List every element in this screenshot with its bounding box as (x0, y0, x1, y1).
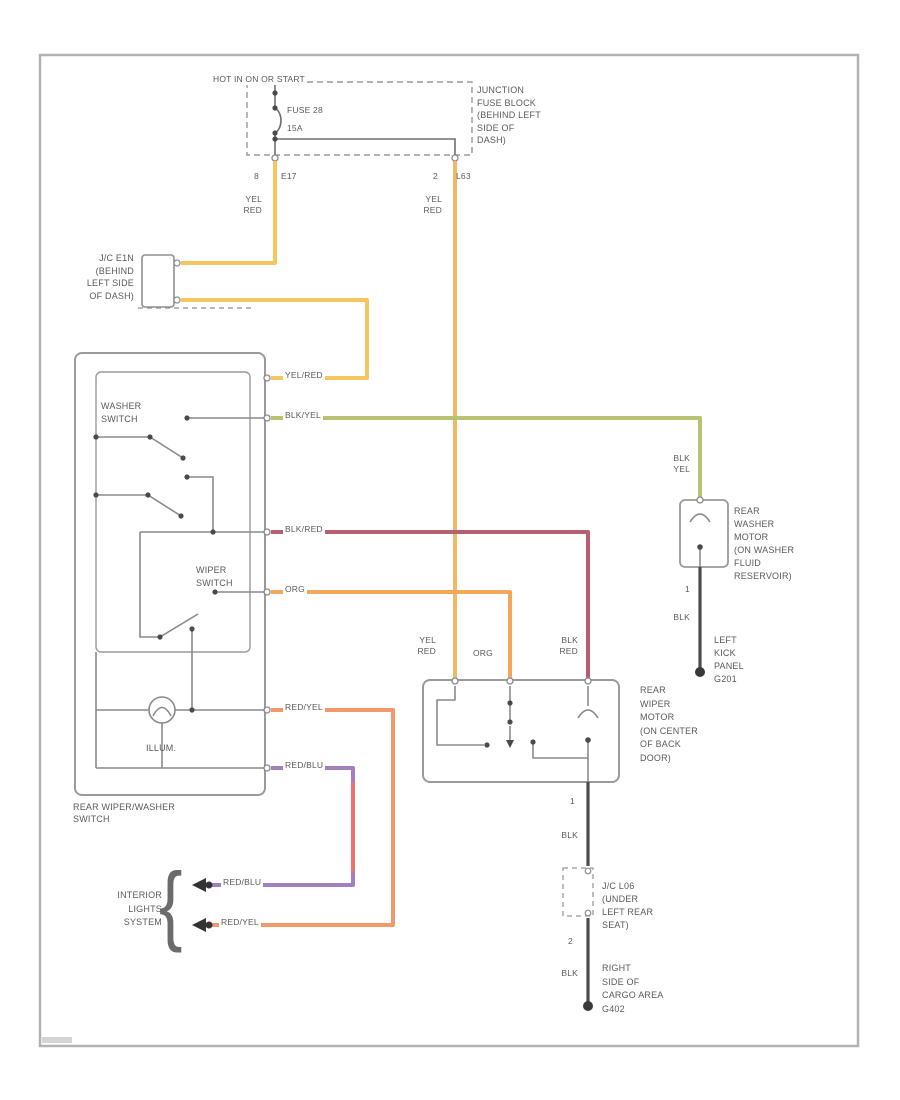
washer-motor-symbol (689, 513, 711, 523)
wiper-switch-label: WIPER SWITCH (196, 565, 233, 588)
jc-l06-box (562, 867, 594, 917)
wire-label-blk: BLK (561, 968, 578, 978)
wire-label-blk-red: BLK RED (559, 635, 578, 656)
fuse-rating: 15A (287, 123, 303, 133)
wiper-circuit (271, 530, 620, 1011)
page-border (38, 53, 860, 1048)
jc-l06-label: J/C L06 (UNDER LEFT REAR SEAT) (602, 881, 654, 930)
fuse-name: FUSE 28 (287, 105, 323, 115)
hot-feed-label: HOT IN ON OR START (211, 74, 307, 85)
illum-label: ILLUM. (146, 743, 177, 753)
offpage-arrow-red-yel (192, 918, 206, 932)
washer-switch-label: WASHER SWITCH (101, 401, 142, 424)
wiper-motor-symbol (577, 709, 599, 719)
ground-label-g402: RIGHT SIDE OF CARGO AREA G402 (602, 963, 664, 1014)
fuse-block (246, 81, 473, 162)
ground-label-g201: LEFT KICK PANEL G201 (714, 635, 744, 684)
wire-label-org: ORG (473, 648, 493, 658)
interior-lights-brace: { (158, 854, 183, 953)
illum-bulb-icon (148, 696, 176, 724)
fuse-symbol (274, 107, 282, 134)
illumination-circuit (192, 708, 395, 932)
wire-label-red-yel: RED/YEL (219, 917, 261, 928)
jc-e1n-connector (138, 254, 252, 309)
footer-mark (42, 1037, 72, 1043)
jc-e1n-label: J/C E1N (BEHIND LEFT SIDE OF DASH) (86, 253, 134, 301)
wire-yel-red-feed-left (181, 161, 277, 265)
wire-label-blk: BLK (561, 830, 578, 840)
rear-washer-motor-box (679, 499, 729, 568)
switch-name-label: REAR WIPER/WASHER SWITCH (73, 802, 176, 824)
interior-lights-label: INTERIOR LIGHTS SYSTEM (117, 890, 162, 927)
wire-blk-red (271, 530, 590, 678)
wiper-motor-pin1: 1 (570, 796, 575, 806)
rear-wiper-washer-switch-box (74, 352, 266, 796)
connector-id-left: E17 (281, 171, 297, 181)
wire-label-yel-red: YEL/RED (283, 370, 325, 381)
wire-label-yel-red: YEL RED (243, 194, 262, 215)
switch-inner-box (95, 371, 251, 653)
ground-g201 (695, 667, 705, 677)
ground-g402 (583, 1001, 593, 1011)
wire-label-blk: BLK (673, 612, 690, 622)
junction-block-label: JUNCTION FUSE BLOCK (BEHIND LEFT SIDE OF… (477, 85, 541, 145)
pin-number-left: 8 (254, 171, 259, 181)
wire-blk-yel (271, 416, 702, 497)
wire-label-org: ORG (283, 584, 307, 595)
washer-motor-pin: 1 (685, 584, 690, 594)
wire-label-yel-red: YEL RED (423, 194, 442, 215)
rear-wiper-motor-label: REAR WIPER MOTOR (ON CENTER OF BACK DOOR… (640, 685, 698, 763)
offpage-arrow-red-blu (192, 878, 206, 892)
wire-label-blk-yel: BLK/YEL (283, 410, 323, 421)
wire-label-red-yel: RED/YEL (283, 702, 325, 713)
connector-id-right: L63 (456, 171, 471, 181)
wire-red-yel (209, 708, 395, 927)
wire-label-yel-red: YEL RED (417, 635, 436, 656)
wire-label-blk-red: BLK/RED (283, 524, 325, 535)
switch-assembly (74, 352, 271, 796)
rear-washer-motor-label: REAR WASHER MOTOR (ON WASHER FLUID RESER… (734, 506, 795, 581)
wiper-motor-pin2: 2 (568, 936, 573, 946)
pin-number-right: 2 (433, 171, 438, 181)
rear-wiper-motor-box (422, 679, 620, 783)
washer-circuit (271, 416, 729, 677)
wire-label-red-blu: RED/BLU (221, 877, 264, 888)
wire-org (271, 590, 512, 678)
wire-label-blk-yel: BLK YEL (673, 453, 690, 474)
wire-yel-red-to-switch (181, 298, 369, 380)
wire-label-red-blu: RED/BLU (283, 760, 326, 771)
